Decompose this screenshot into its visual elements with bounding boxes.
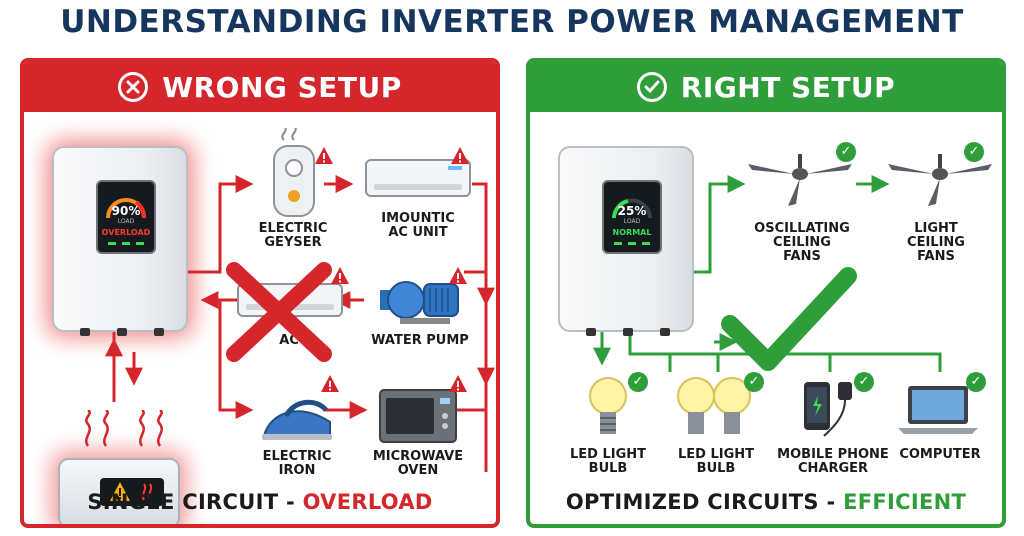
appliance-label: WATER PUMP xyxy=(371,333,469,348)
right-setup-panel: RIGHT SETUP 25% LOAD xyxy=(526,58,1006,528)
overloaded-inverter: 90% LOAD OVERLOAD xyxy=(52,146,188,336)
appliance-label: COMPUTER xyxy=(899,447,981,462)
laptop-icon xyxy=(898,386,978,434)
check-badge-icon: ✓ xyxy=(836,142,856,162)
check-badge-icon: ✓ xyxy=(744,372,764,392)
ceiling-fan-icon xyxy=(888,154,992,206)
wrong-setup-panel: WRONG SETUP xyxy=(20,58,500,528)
overheating-battery xyxy=(58,458,180,524)
wrong-setup-title: WRONG SETUP xyxy=(162,70,402,104)
load-gauge-icon xyxy=(106,198,147,245)
microwave-icon xyxy=(379,389,457,443)
appliance-label: AC xyxy=(279,333,299,348)
x-circle-icon xyxy=(118,72,149,102)
page-title: UNDERSTANDING INVERTER POWER MANAGEMENT xyxy=(60,4,964,40)
iron-icon xyxy=(262,399,332,440)
warning-triangle-icon xyxy=(321,375,339,392)
warning-triangle-icon xyxy=(449,267,467,284)
bulb-icon xyxy=(589,377,627,434)
big-check-icon xyxy=(721,267,857,371)
warning-triangle-icon xyxy=(315,147,333,164)
wrong-setup-footer: SINGLE CIRCUIT - OVERLOAD xyxy=(24,490,496,514)
warning-triangle-icon xyxy=(451,147,469,164)
footer-main: SINGLE CIRCUIT xyxy=(87,490,279,514)
water-pump-icon xyxy=(380,281,459,324)
footer-main: OPTIMIZED CIRCUITS xyxy=(565,490,819,514)
check-badge-icon: ✓ xyxy=(966,372,986,392)
right-setup-header: RIGHT SETUP xyxy=(530,62,1002,112)
footer-highlight: EFFICIENT xyxy=(843,490,967,514)
right-wiring-diagram xyxy=(593,175,942,372)
warning-triangle-icon xyxy=(331,267,349,284)
wrong-wiring-diagram xyxy=(105,175,495,472)
footer-separator: - xyxy=(278,490,303,514)
appliance-label: OSCILLATING CEILING FANS xyxy=(754,221,850,264)
phone-charger-icon xyxy=(804,382,852,437)
wrong-setup-header: WRONG SETUP xyxy=(24,62,496,112)
right-setup-footer: OPTIMIZED CIRCUITS - EFFICIENT xyxy=(530,490,1002,514)
appliance-label: ELECTRIC GEYSER xyxy=(258,221,328,250)
warning-icon xyxy=(110,482,153,501)
footer-separator: - xyxy=(818,490,844,514)
load-gauge-icon xyxy=(612,198,652,245)
appliance-label: LIGHT CEILING FANS xyxy=(907,221,965,264)
appliance-label: IMOUNTIC AC UNIT xyxy=(381,211,455,240)
appliance-label: LED LIGHT BULB xyxy=(677,447,755,476)
bulb-icon xyxy=(677,377,751,434)
appliance-label: ELECTRIC IRON xyxy=(262,449,332,478)
appliance-label: MICROWAVE OVEN xyxy=(372,449,464,478)
big-x-icon xyxy=(226,262,332,362)
appliance-label: MOBILE PHONE CHARGER xyxy=(777,447,889,476)
geyser-icon xyxy=(273,128,315,217)
ac-unit-icon xyxy=(365,159,471,197)
load-percent: 25% xyxy=(617,204,647,218)
check-circle-icon xyxy=(636,72,667,102)
ceiling-fan-icon xyxy=(748,154,852,206)
appliance-label: LED LIGHT BULB xyxy=(569,447,647,476)
normal-inverter: 25% LOAD NORMAL xyxy=(558,146,694,336)
load-status: NORMAL xyxy=(612,228,652,237)
inverter-display: 25% LOAD NORMAL xyxy=(602,180,662,254)
load-caption: LOAD xyxy=(117,218,135,225)
load-caption: LOAD xyxy=(623,218,641,225)
load-percent: 90% xyxy=(111,204,141,218)
check-badge-icon: ✓ xyxy=(964,142,984,162)
right-setup-title: RIGHT SETUP xyxy=(680,70,896,104)
check-badge-icon: ✓ xyxy=(628,372,648,392)
load-status: OVERLOAD xyxy=(101,228,151,237)
warning-triangle-icon xyxy=(449,375,467,392)
check-badge-icon: ✓ xyxy=(854,372,874,392)
heat-waves-icon xyxy=(85,410,163,447)
footer-highlight: OVERLOAD xyxy=(302,490,433,514)
inverter-display: 90% LOAD OVERLOAD xyxy=(96,180,156,254)
